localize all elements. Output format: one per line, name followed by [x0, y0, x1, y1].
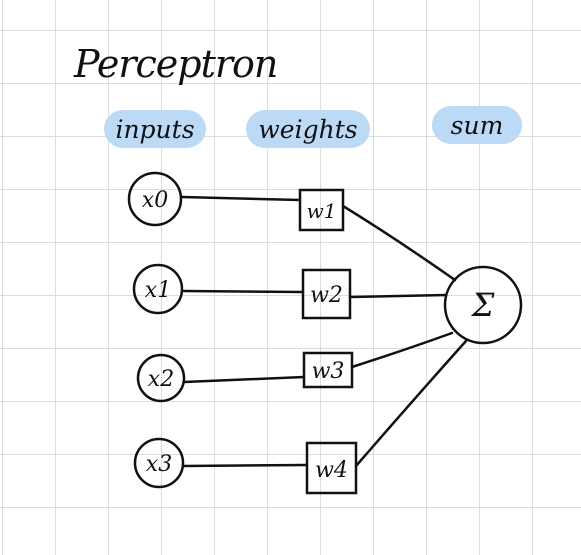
input-node-x0: x0 [127, 171, 183, 227]
diagram-title: Perceptron [74, 42, 278, 86]
weight-label-w1: w1 [307, 199, 337, 223]
weight-label-w3: w3 [312, 359, 345, 384]
weight-box-w3: w3 [302, 351, 354, 389]
sum-header-label: sum [450, 110, 504, 140]
weight-box-w1: w1 [298, 188, 345, 232]
sum-header: sum [432, 106, 522, 144]
weight-label-w4: w4 [315, 458, 348, 483]
sum-node: Σ [443, 265, 523, 345]
edge-x1-w2 [182, 289, 305, 294]
input-node-x2: x2 [136, 353, 186, 403]
input-label-x2: x2 [148, 367, 174, 392]
input-label-x1: x1 [145, 278, 171, 303]
input-label-x0: x0 [142, 188, 168, 213]
weight-box-w2: w2 [301, 268, 352, 320]
edge-w1-sum [341, 204, 457, 282]
weight-label-w2: w2 [310, 283, 343, 308]
weight-box-w4: w4 [305, 441, 358, 495]
input-label-x3: x3 [146, 452, 172, 477]
edge-w4-sum [354, 339, 468, 468]
input-node-x3: x3 [133, 437, 185, 489]
input-node-x1: x1 [132, 263, 184, 315]
edge-x2-w3 [182, 375, 306, 384]
inputs-header: inputs [104, 110, 206, 148]
edge-w2-sum [348, 293, 448, 299]
weights-header: weights [246, 110, 370, 148]
edge-x0-w1 [180, 195, 302, 202]
inputs-header-label: inputs [115, 114, 195, 144]
sum-symbol: Σ [471, 286, 495, 324]
weights-header-label: weights [258, 114, 358, 144]
edge-w3-sum [350, 331, 454, 369]
edge-x3-w4 [182, 463, 309, 468]
